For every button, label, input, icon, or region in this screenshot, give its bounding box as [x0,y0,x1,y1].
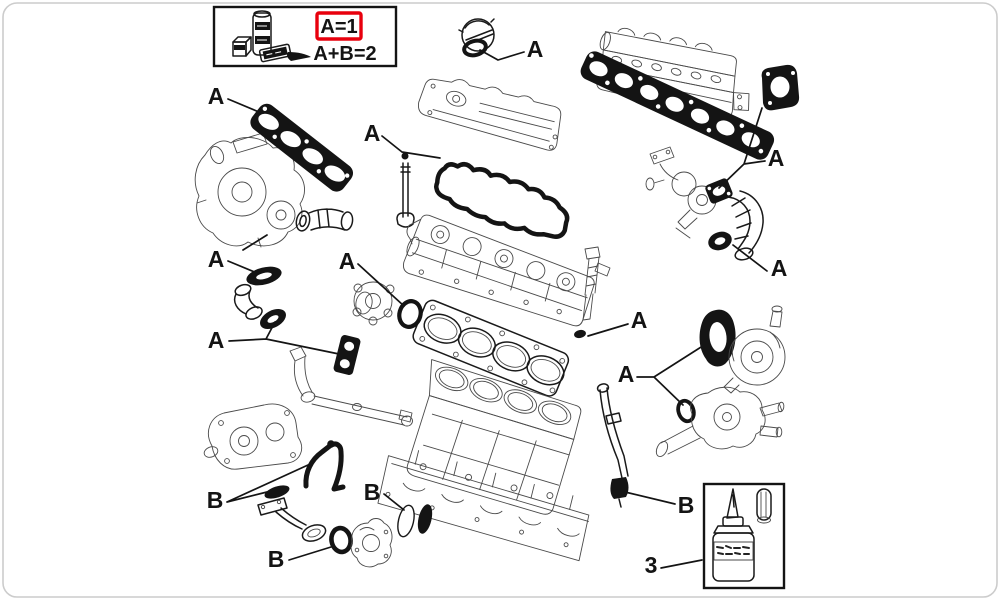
leader-filler-cap-seal [479,49,525,61]
bedplate-seal-black [417,504,433,534]
callout-b-dipstick: B [678,492,695,518]
leader-dipstick-grommet [624,491,676,505]
callout-a-vacuum-thermostat: A [618,361,635,387]
leader-exhaust-gasket [227,98,260,113]
egr-cooler-gasket [333,334,361,376]
oil-filler-cap-seal [462,38,488,58]
leader-valve-cover-gasket [381,135,441,159]
turbo-outlet-pipe [295,208,354,232]
coolant-pipe [289,346,413,427]
callout-a-turbo-drain: A [208,246,225,272]
sealant-box-border [702,482,786,590]
egr-gasket-upper [705,178,733,204]
turbo-drain-gasket-upper [246,266,282,286]
leader-injector-seal [587,323,629,337]
callout-a-valve-cover: A [364,120,381,146]
leader-vacuum-thermostat-seals [636,341,710,406]
turbo-drain-gasket-lower [260,309,286,329]
callout-a-exhaust: A [208,83,225,109]
sealant-kit-box [702,482,786,590]
leader-egr-hose-gasket [732,244,768,272]
engine-valve [396,152,415,228]
vacuum-pump [723,305,786,394]
injector-seal [574,329,586,339]
oil-pump [203,403,302,470]
sealant-bottle-icon [712,488,755,582]
leader-bedplate-seals [383,493,405,511]
oil-filler-cap [458,18,495,52]
sealant-stick-icon [756,488,772,524]
valve-cover [418,78,562,151]
bedplate-seal-white [397,504,415,538]
callout-ref-sealant: 3 [645,552,658,578]
leader-sealant-kit [660,559,703,569]
callout-b-oil-pump: B [207,487,224,513]
leader-turbo-drain-gaskets [227,234,268,274]
egr-hose [727,190,764,261]
turbo-drain-pipe [233,283,263,320]
legend-item-ab: A+B=2 [313,43,376,65]
water-pump-oring [397,299,423,329]
egr-valve [645,146,717,239]
legend-item-a: A=1 [320,16,357,38]
front-cover-oval-gasket [264,485,290,499]
throttle-body-gasket [761,64,800,111]
callout-a-injector: A [631,307,648,333]
dipstick-tube [596,383,629,479]
exhaust-manifold-gasket [250,103,354,192]
intake-manifold-gasket [580,51,775,160]
leader-egr-cooler-gaskets [228,321,340,355]
callout-a-filler-cap: A [527,36,544,62]
oil-pump-gasket [303,440,346,492]
egr-gasket-lower [708,231,732,251]
dipstick-grommet [610,477,629,508]
leader-water-pump-seal [357,263,405,307]
thermostat-housing [655,386,785,458]
crankcase-bedplate [377,450,590,562]
callout-a-intake: A [768,145,785,171]
water-pump [352,281,395,326]
leader-oil-pump-gaskets [226,464,309,503]
legend-box: A=1 A+B=2 [212,5,398,68]
oil-pickup-pipe [257,497,327,542]
leader-crank-seal [288,546,332,561]
callout-b-bedplate: B [364,479,381,505]
leader-intake-gaskets [718,107,766,189]
vacuum-pump-gasket [699,309,736,367]
callout-a-egr-hose: A [771,255,788,281]
fuel-injector [582,246,611,321]
thermostat-oring [676,398,696,424]
crank-seal-housing [350,518,393,568]
valve-cover-gasket [434,162,570,239]
crankshaft-oring [329,525,353,555]
legend-highlight-box [315,11,363,41]
gasket-kit-boxes-icon [232,10,311,63]
callout-b-crank-seal: B [268,546,285,572]
callout-a-water-pump: A [339,248,356,274]
callout-a-egr-cooler: A [208,327,225,353]
